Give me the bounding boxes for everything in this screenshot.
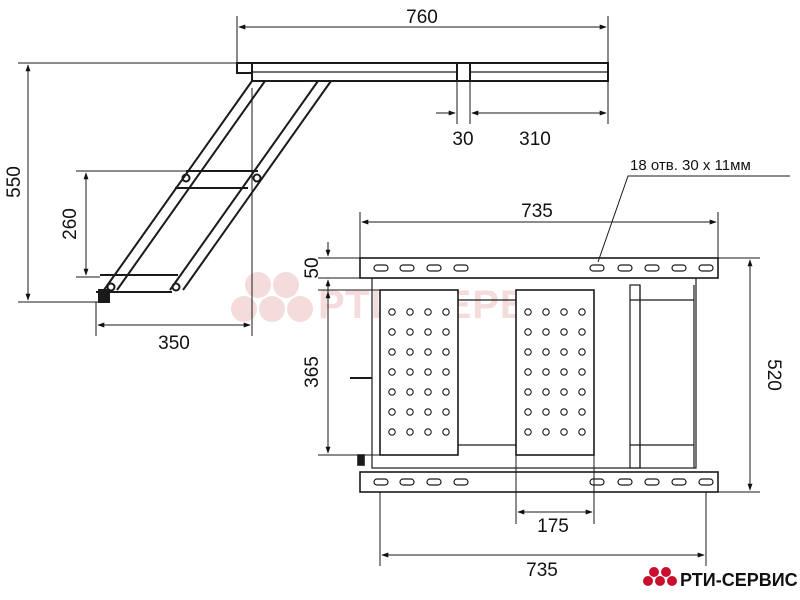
perforation-hole: [424, 348, 432, 356]
watermark-logo-icon: [231, 272, 313, 322]
perforation-hole: [524, 408, 532, 416]
perforation-hole: [542, 428, 550, 436]
side-view: [96, 62, 609, 303]
dim-height-total: 550: [4, 166, 25, 198]
perforation-hole: [388, 368, 396, 376]
ladder-frame: [96, 80, 332, 303]
perforation-hole: [578, 348, 586, 356]
perforation-hole: [560, 368, 568, 376]
perforation-hole: [424, 408, 432, 416]
perforation-hole: [388, 308, 396, 316]
pivot-upper-right: [252, 173, 262, 183]
perforation-hole: [406, 328, 414, 336]
side-dimensions: [18, 16, 609, 336]
perforation-hole: [578, 328, 586, 336]
perforation-hole: [524, 428, 532, 436]
perforation-hole: [442, 388, 450, 396]
perforation-hole: [578, 388, 586, 396]
perforation-hole: [560, 308, 568, 316]
top-view: [350, 257, 719, 493]
step-right-holes: [524, 308, 586, 436]
dim-step-pitch: 260: [60, 208, 81, 240]
rail-end-cap: [236, 62, 253, 74]
perforation-hole: [442, 328, 450, 336]
perforation-hole: [542, 348, 550, 356]
perforation-hole: [442, 408, 450, 416]
perforation-hole: [524, 308, 532, 316]
dim-step-depth: 365: [302, 356, 323, 388]
step-left-holes: [388, 308, 450, 436]
dim-depth: 350: [158, 333, 190, 354]
perforation-hole: [424, 388, 432, 396]
perforation-hole: [424, 308, 432, 316]
brand-logo-icon: [643, 567, 677, 586]
perforation-hole: [442, 368, 450, 376]
perforation-hole: [542, 328, 550, 336]
perforation-hole: [560, 408, 568, 416]
perforation-hole: [406, 388, 414, 396]
mount-plate-top: [359, 257, 719, 279]
perforation-hole: [442, 428, 450, 436]
dim-plate-height: 50: [302, 257, 323, 278]
perforation-hole: [388, 348, 396, 356]
brand-logo: РТИ-СЕРВИС: [643, 567, 798, 590]
top-dimensions: [318, 175, 790, 566]
perforation-hole: [388, 428, 396, 436]
ladder-foot: [98, 289, 110, 303]
dim-top-width: 760: [406, 7, 438, 28]
perforation-hole: [442, 348, 450, 356]
perforation-hole: [524, 328, 532, 336]
perforation-hole: [442, 308, 450, 316]
perforation-hole: [560, 388, 568, 396]
rail-bracket: [456, 62, 471, 82]
mount-slots-top: [373, 264, 714, 272]
pivot-lower-left: [106, 282, 116, 292]
perforation-hole: [542, 408, 550, 416]
perforation-hole: [578, 428, 586, 436]
perforation-hole: [406, 368, 414, 376]
perforation-hole: [542, 308, 550, 316]
dim-overall-height: 520: [763, 359, 784, 391]
perforation-hole: [406, 428, 414, 436]
perforation-hole: [406, 408, 414, 416]
mount-slots-bottom: [373, 478, 714, 486]
perforation-hole: [406, 308, 414, 316]
perforation-hole: [406, 348, 414, 356]
perforation-hole: [524, 368, 532, 376]
perforation-hole: [560, 348, 568, 356]
perforation-hole: [542, 368, 550, 376]
brand-name: РТИ-СЕРВИС: [680, 570, 798, 590]
pivot-lower-right: [171, 282, 181, 292]
perforation-hole: [560, 428, 568, 436]
holes-note: 18 отв. 30 х 11мм: [630, 157, 751, 174]
perforation-hole: [424, 328, 432, 336]
perforation-hole: [560, 328, 568, 336]
perforation-hole: [388, 408, 396, 416]
dim-mount-width-top: 735: [521, 201, 553, 222]
mount-plate-bottom: [359, 471, 719, 493]
perforation-hole: [524, 388, 532, 396]
dim-mount-width-bottom: 735: [526, 560, 558, 581]
dim-step-width: 175: [537, 516, 569, 537]
perforation-hole: [388, 388, 396, 396]
perforation-hole: [524, 348, 532, 356]
perforation-hole: [542, 388, 550, 396]
pivot-upper-left: [181, 173, 191, 183]
perforation-hole: [578, 308, 586, 316]
perforation-hole: [424, 368, 432, 376]
perforation-hole: [388, 328, 396, 336]
perforation-hole: [424, 428, 432, 436]
dim-offset: 310: [519, 129, 551, 150]
perforation-hole: [578, 408, 586, 416]
dim-gap: 30: [452, 129, 473, 150]
perforation-hole: [578, 368, 586, 376]
